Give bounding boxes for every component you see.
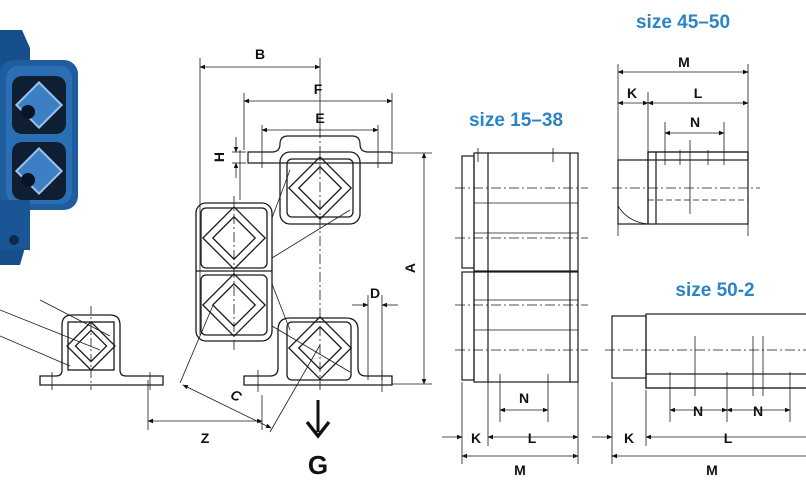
dim-label-d: D xyxy=(370,285,380,301)
size-label-45-50: size 45–50 xyxy=(636,12,730,33)
dim-label-f: F xyxy=(314,81,323,97)
gravity-label-g: G xyxy=(308,450,328,480)
side-view-15-38-dimensions xyxy=(442,382,579,464)
dim-label-n: N xyxy=(519,390,529,406)
dim-label-z: Z xyxy=(201,430,210,446)
left-partial-mount xyxy=(0,299,164,390)
product-photo xyxy=(0,30,78,265)
size-label-50-2: size 50-2 xyxy=(675,280,754,301)
dim-label-b: B xyxy=(255,46,265,62)
dim-label-m: M xyxy=(678,54,690,70)
side-view-50-2-dimensions xyxy=(592,382,806,464)
dim-label-l: L xyxy=(528,430,537,446)
down-arrow-icon xyxy=(305,400,331,439)
dim-label-n: N xyxy=(753,403,763,419)
dim-label-k: K xyxy=(624,430,634,446)
dim-label-k: K xyxy=(471,430,481,446)
dim-label-m: M xyxy=(706,462,718,478)
side-view-45-50-dimensions xyxy=(617,64,749,236)
dim-label-l: L xyxy=(724,430,733,446)
dim-label-a: A xyxy=(402,263,418,273)
dim-label-l: L xyxy=(694,85,703,101)
dim-label-e: E xyxy=(315,110,324,126)
side-view-50-2 xyxy=(605,313,806,396)
dim-label-m: M xyxy=(514,462,526,478)
main-view-dimensions xyxy=(147,58,432,433)
dim-label-n: N xyxy=(693,403,703,419)
side-view-45-50 xyxy=(612,140,760,225)
dim-label-n: N xyxy=(690,114,700,130)
dim-label-k: K xyxy=(627,85,637,101)
dim-label-h: H xyxy=(211,152,227,162)
size-label-15-38: size 15–38 xyxy=(469,110,563,131)
dim-label-c: C xyxy=(228,386,245,405)
main-front-view xyxy=(195,128,393,392)
side-view-15-38 xyxy=(455,148,588,390)
